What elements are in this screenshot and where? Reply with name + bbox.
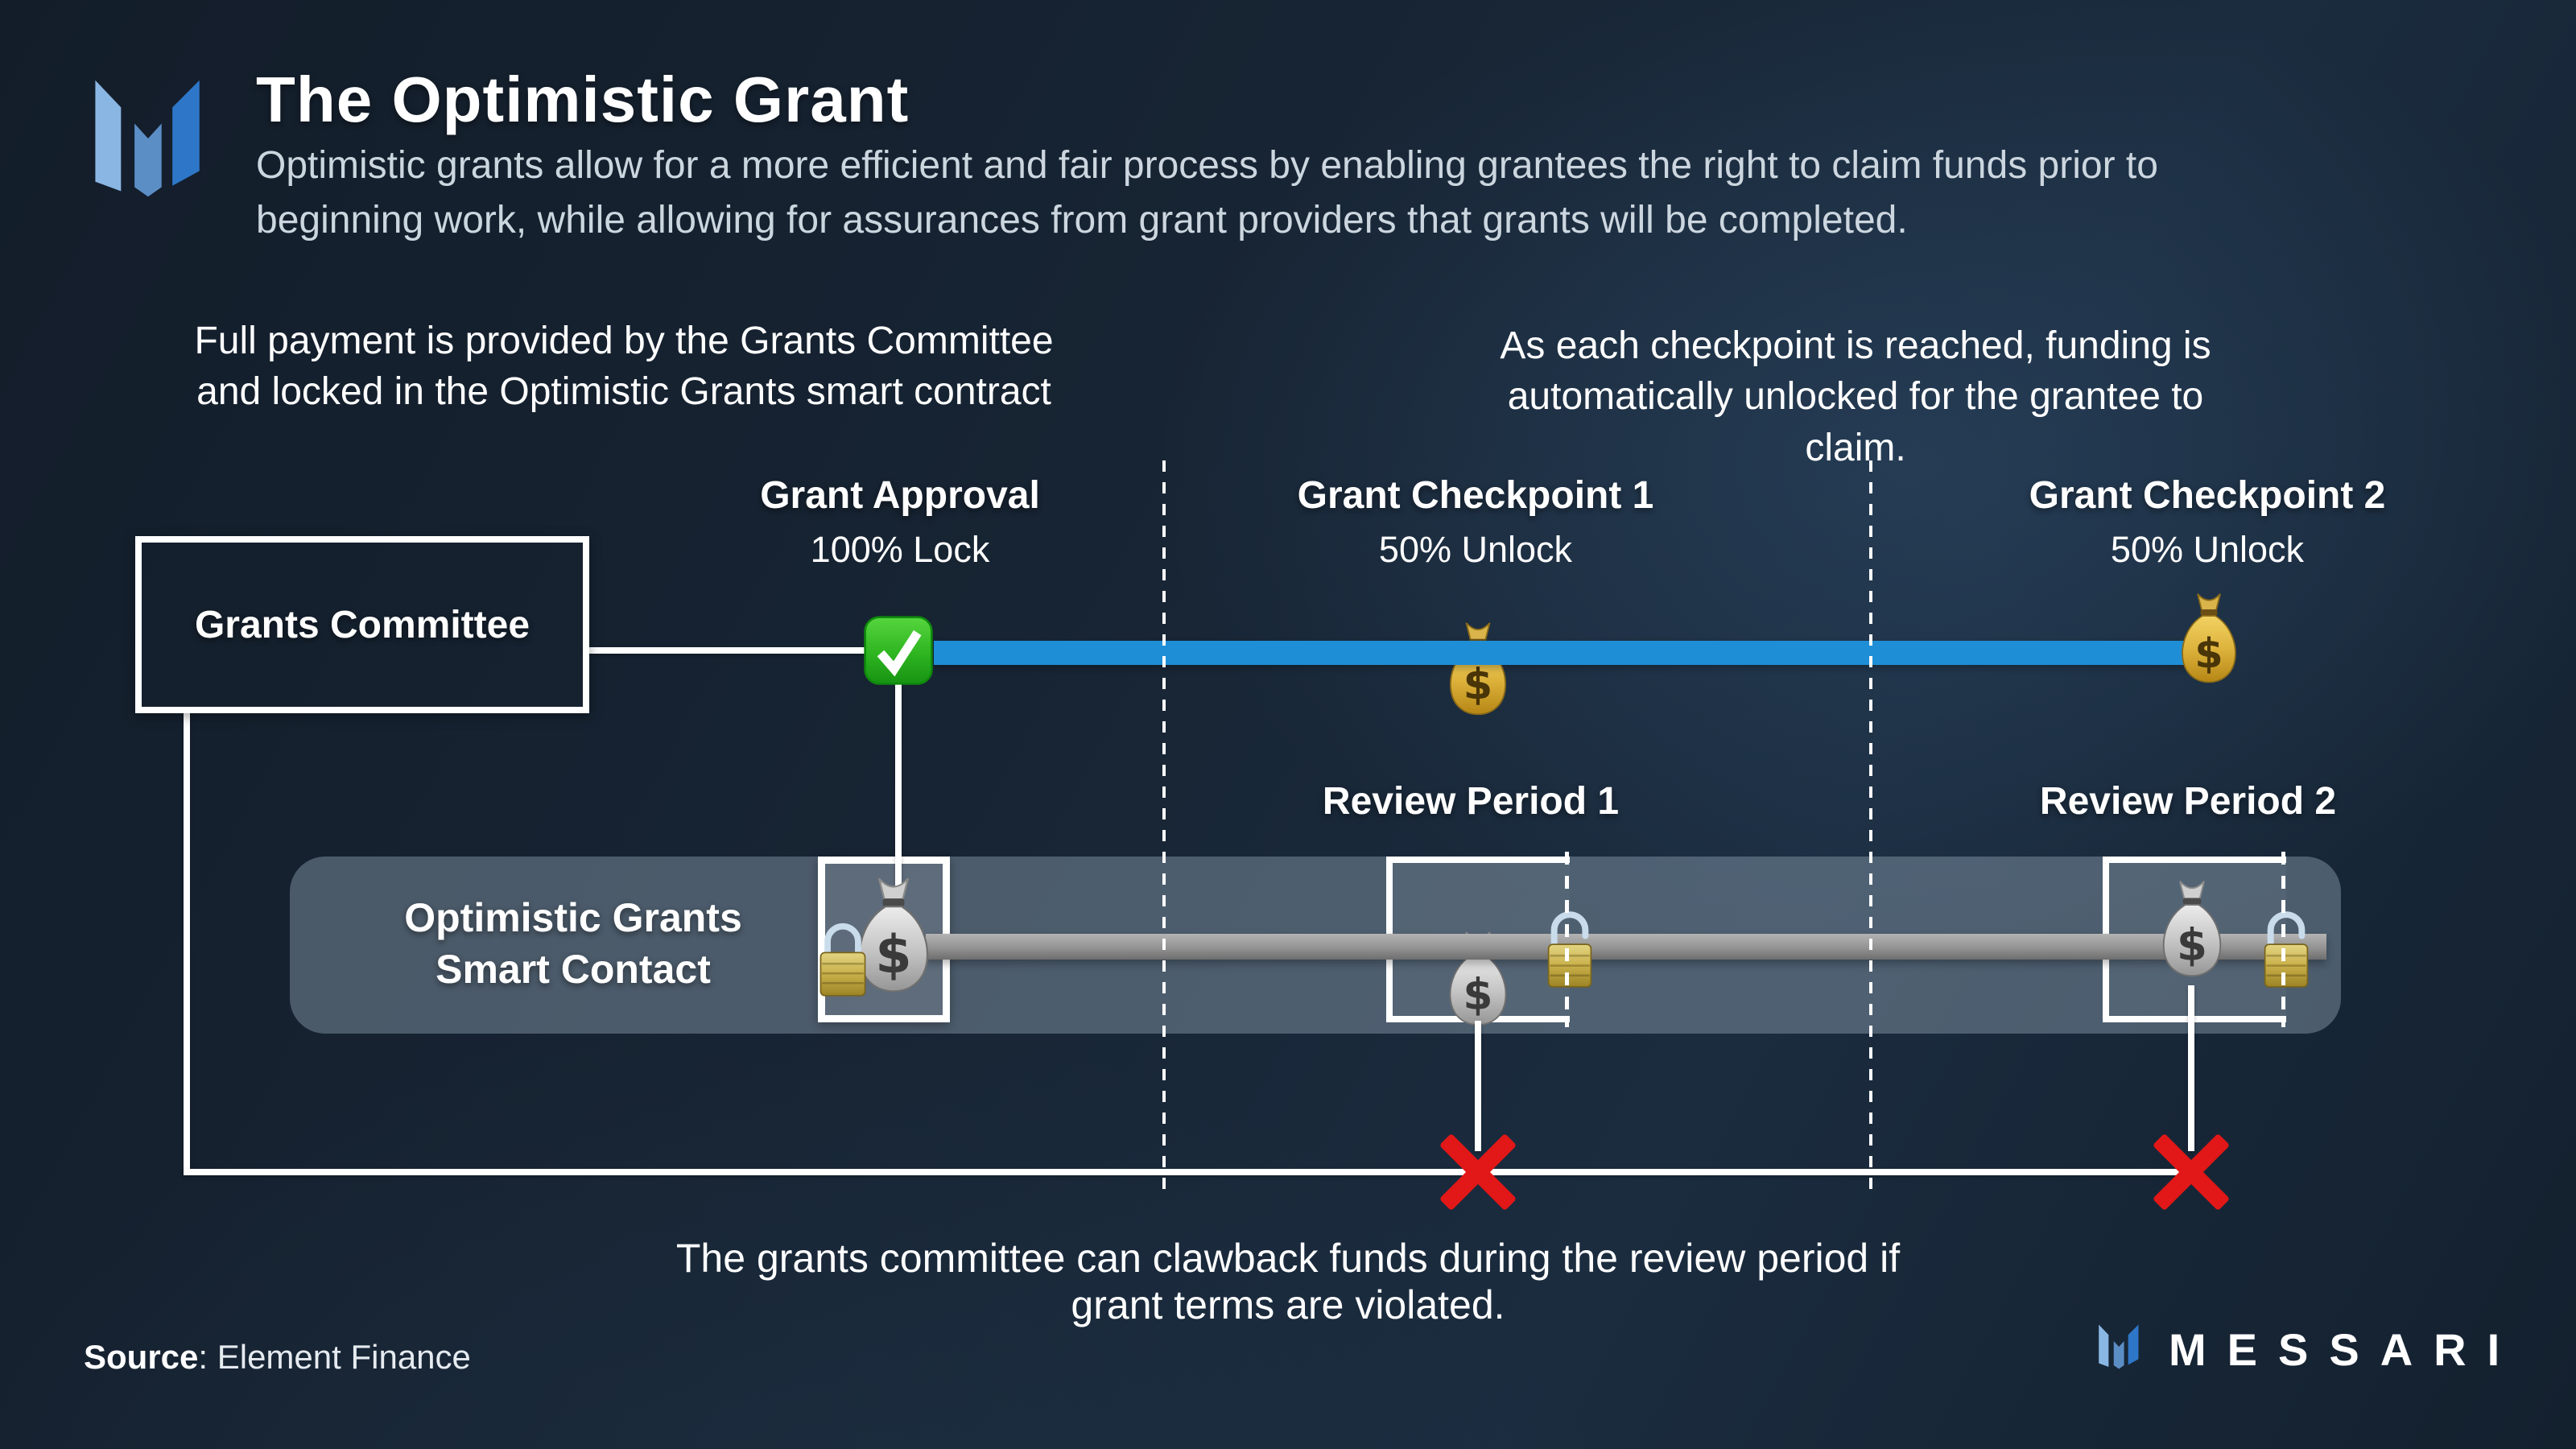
source-value: : Element Finance — [198, 1338, 471, 1376]
clawback-x-icon-2 — [2153, 1134, 2229, 1210]
svg-text:$: $ — [1463, 660, 1493, 709]
check-icon — [864, 616, 933, 685]
review-period-1-label: Review Period 1 — [1322, 780, 1620, 823]
brand-wordmark: MESSARI — [2169, 1324, 2521, 1375]
money-bag-checkpoint1-icon: $ — [1450, 622, 1506, 716]
clawback-note: The grants committee can clawback funds … — [675, 1236, 1901, 1327]
unlocked-timeline-bar — [934, 641, 2212, 665]
stage-checkpoint2-status: 50% Unlock — [2110, 529, 2305, 570]
review-box-2-dashed-edge — [2281, 852, 2285, 1027]
clawback-x-icon-1 — [1440, 1134, 1516, 1210]
stage-approval-status: 100% Lock — [810, 529, 990, 570]
money-bag-checkpoint2-icon: $ — [2182, 593, 2236, 683]
lock-closed-icon — [819, 923, 866, 997]
clawback-drop-2 — [2188, 985, 2194, 1151]
clawback-line-horizontal — [184, 1169, 2191, 1175]
stage-header-checkpoint-2: Grant Checkpoint 2 50% Unlock — [2029, 473, 2386, 571]
stage-header-checkpoint-1: Grant Checkpoint 1 50% Unlock — [1298, 473, 1654, 571]
grants-committee-label: Grants Committee — [194, 603, 530, 646]
smart-contract-label: Optimistic Grants Smart Contact — [404, 895, 742, 992]
clawback-drop-1 — [1475, 1021, 1481, 1151]
svg-text:$: $ — [2194, 630, 2223, 677]
source-label: Source — [84, 1338, 199, 1376]
source-line: Source: Element Finance — [84, 1338, 471, 1377]
grants-committee-box: Grants Committee — [135, 536, 589, 713]
page-title: The Optimistic Grant — [256, 64, 910, 135]
money-bag-locked-icon: $ — [858, 877, 929, 993]
committee-to-approval-connector — [583, 647, 869, 654]
stage-checkpoint1-title: Grant Checkpoint 1 — [1297, 474, 1654, 517]
messari-logo — [95, 80, 200, 197]
checkpoint-divider-1 — [1162, 460, 1166, 1198]
lock-open-icon-1 — [1547, 911, 1592, 988]
clawback-line-vertical — [184, 707, 190, 1174]
brand-logo — [2099, 1324, 2139, 1369]
svg-text:$: $ — [2177, 919, 2207, 971]
intro-right-text: As each checkpoint is reached, funding i… — [1500, 324, 2211, 469]
stage-checkpoint1-status: 50% Unlock — [1378, 529, 1573, 570]
intro-left-text: Full payment is provided by the Grants C… — [194, 320, 1054, 414]
checkpoint-divider-2 — [1869, 460, 1872, 1198]
svg-text:$: $ — [875, 925, 911, 985]
approval-drop-line — [895, 681, 902, 889]
review-period-2-label: Review Period 2 — [2039, 780, 2337, 823]
stage-header-approval: Grant Approval 100% Lock — [760, 473, 1040, 571]
review-box-1-dashed-edge — [1565, 852, 1569, 1027]
stage-checkpoint2-title: Grant Checkpoint 2 — [2029, 474, 2386, 517]
svg-text:$: $ — [1463, 969, 1492, 1020]
locked-funds-bar — [926, 934, 2326, 960]
page-subtitle: Optimistic grants allow for a more effic… — [256, 144, 2158, 242]
stage-approval-title: Grant Approval — [760, 474, 1040, 517]
money-bag-review2-icon: $ — [2162, 881, 2222, 977]
lock-open-icon-2 — [2264, 911, 2309, 988]
